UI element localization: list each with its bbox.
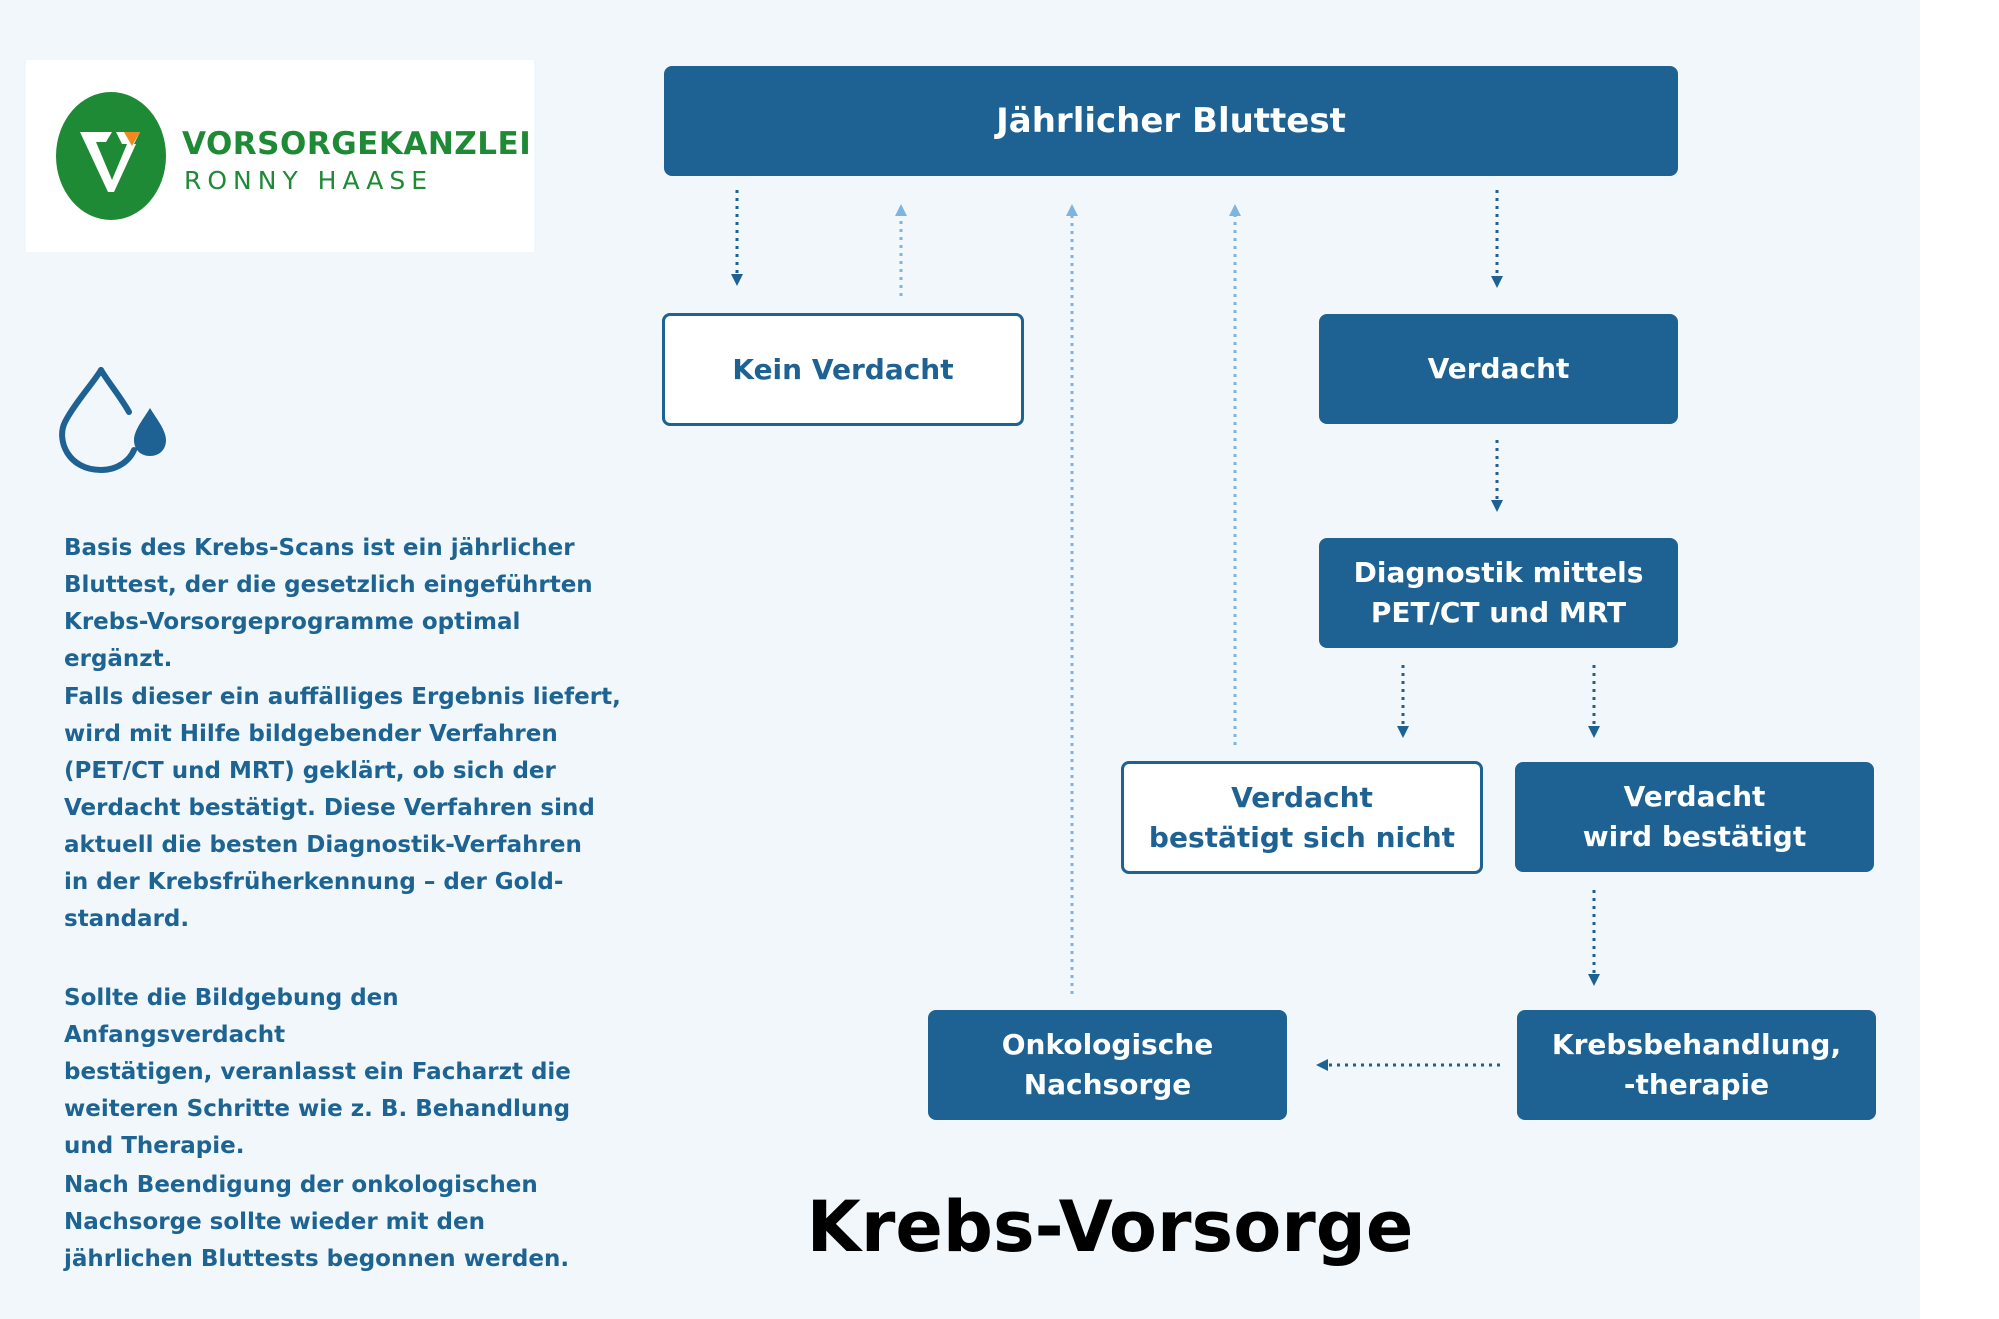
intro-paragraph: Basis des Krebs-Scans ist ein jährlicher…: [64, 535, 593, 672]
logo-name-line1: VORSORGEKANZLEI: [182, 126, 532, 162]
box-jaehrlicher-bluttest: Jährlicher Bluttest: [664, 66, 1678, 176]
logo-name-line2: RONNY HAASE: [184, 166, 434, 195]
box-jaehrlicher-bluttest-label: Jährlicher Bluttest: [996, 101, 1346, 141]
box-verdacht-label: Verdacht: [1427, 352, 1570, 385]
imaging-paragraph: Falls dieser ein auffälliges Ergebnis li…: [64, 684, 621, 932]
box-verdacht: Verdacht: [1319, 314, 1678, 424]
box-krebsbehandlung-label: Krebsbehandlung, -therapie: [1551, 1028, 1842, 1101]
logo: VORSORGEKANZLEI RONNY HAASE: [26, 60, 534, 252]
box-diagnostik: Diagnostik mittels PET/CT und MRT: [1319, 538, 1678, 648]
box-verdacht-bestaetigt-sich-nicht-label: Verdacht bestätigt sich nicht: [1148, 780, 1456, 854]
box-verdacht-wird-bestaetigt: Verdacht wird bestätigt: [1515, 762, 1874, 872]
box-kein-verdacht: Kein Verdacht: [662, 313, 1024, 426]
box-verdacht-wird-bestaetigt-label: Verdacht wird bestätigt: [1582, 780, 1807, 853]
aftercare-paragraph: Nach Beendigung der onkologischen Nachso…: [64, 1172, 570, 1272]
box-onkologische-nachsorge-label: Onkologische Nachsorge: [1001, 1028, 1214, 1101]
box-onkologische-nachsorge: Onkologische Nachsorge: [928, 1010, 1287, 1120]
page-title: Krebs-Vorsorge: [806, 1186, 1414, 1268]
treatment-paragraph: Sollte die Bildgebung den Anfangsverdach…: [64, 985, 571, 1159]
box-diagnostik-label: Diagnostik mittels PET/CT und MRT: [1353, 556, 1644, 629]
box-kein-verdacht-label: Kein Verdacht: [732, 352, 954, 386]
box-krebsbehandlung: Krebsbehandlung, -therapie: [1517, 1010, 1876, 1120]
logo-mark-icon: [56, 92, 166, 220]
box-verdacht-bestaetigt-sich-nicht: Verdacht bestätigt sich nicht: [1121, 761, 1483, 874]
blood-drops-icon: [59, 367, 166, 474]
